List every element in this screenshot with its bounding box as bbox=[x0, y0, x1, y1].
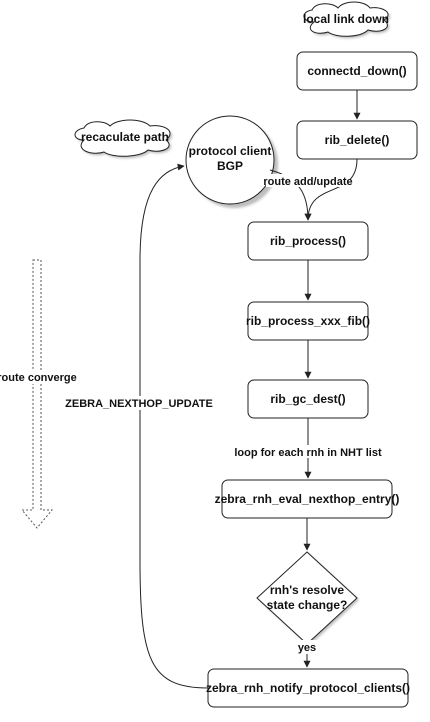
rib-process-fib-label: rib_process_xxx_fib() bbox=[246, 314, 370, 328]
route-add-update-text: route add/update bbox=[263, 176, 352, 188]
eval-nexthop-label: zebra_rnh_eval_nexthop_entry() bbox=[215, 492, 400, 506]
edge-delete-to-process bbox=[304, 158, 358, 221]
notify-clients-label: zebra_rnh_notify_protocol_clients() bbox=[206, 681, 410, 695]
rib-process-box: rib_process() bbox=[247, 221, 370, 262]
loop-text: loop for each rnh in NHT list bbox=[234, 447, 382, 459]
eval-nexthop-box: zebra_rnh_eval_nexthop_entry() bbox=[215, 479, 400, 520]
nexthop-update-edge-label: ZEBRA_NEXTHOP_UPDATE bbox=[65, 396, 213, 410]
route-add-update-edge-label: route add/update bbox=[263, 174, 353, 188]
recaculate-path-cloud: recaculate path bbox=[74, 119, 173, 159]
yes-edge-label: yes bbox=[296, 640, 320, 654]
rib-delete-label: rib_delete() bbox=[325, 133, 390, 147]
protocol-client-bgp-label: BGP bbox=[217, 159, 243, 173]
recaculate-path-label: recaculate path bbox=[81, 130, 169, 144]
loop-edge-label: loop for each rnh in NHT list bbox=[234, 445, 382, 459]
rib-delete-box: rib_delete() bbox=[296, 120, 419, 161]
decision-label-line2: state change? bbox=[267, 598, 348, 612]
rib-process-label: rib_process() bbox=[270, 234, 346, 248]
route-converge-arrow: route converge bbox=[0, 259, 77, 529]
local-link-down-label: local link down bbox=[303, 12, 389, 26]
connectd-down-label: connectd_down() bbox=[307, 64, 406, 78]
connectd-down-box: connectd_down() bbox=[296, 51, 419, 92]
route-converge-label: route converge bbox=[0, 372, 77, 384]
rib-gc-dest-label: rib_gc_dest() bbox=[270, 392, 345, 406]
protocol-client-node: protocol client BGP bbox=[185, 115, 278, 208]
edge-notify-to-client bbox=[139, 163, 209, 689]
decision-label-line1: rnh's resolve bbox=[270, 583, 345, 597]
nexthop-update-text: ZEBRA_NEXTHOP_UPDATE bbox=[65, 398, 213, 410]
resolve-state-decision: rnh's resolve state change? bbox=[256, 551, 359, 646]
notify-clients-box: zebra_rnh_notify_protocol_clients() bbox=[206, 668, 410, 709]
protocol-client-label: protocol client bbox=[189, 144, 272, 158]
edge-client-to-process bbox=[269, 169, 312, 221]
local-link-down-cloud: local link down bbox=[303, 1, 391, 39]
yes-text: yes bbox=[298, 642, 316, 654]
rib-process-fib-box: rib_process_xxx_fib() bbox=[246, 301, 370, 342]
rib-gc-dest-box: rib_gc_dest() bbox=[247, 379, 370, 420]
